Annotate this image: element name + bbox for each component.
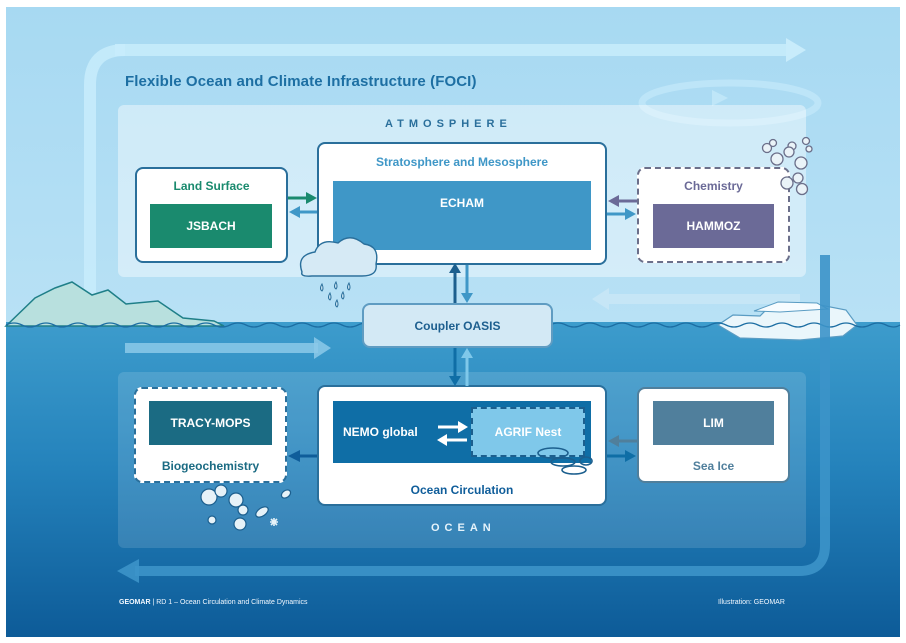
chemistry-box: Chemistry HAMMOZ <box>637 167 790 263</box>
ocean-circulation-box: NEMO global AGRIF Nest Ocean Circulation <box>317 385 607 506</box>
nemo-global-label: NEMO global <box>343 425 418 439</box>
land-surface-label: Land Surface <box>173 179 250 193</box>
land-surface-box: Land Surface JSBACH <box>135 167 288 263</box>
lim-block: LIM <box>653 401 774 445</box>
hammoz-block: HAMMOZ <box>653 204 774 248</box>
sea-ice-box: LIM Sea Ice <box>637 387 790 483</box>
ocean-biogeochem-arrow <box>288 450 317 462</box>
coupler-oasis-block: Coupler OASIS <box>362 303 553 348</box>
stratosphere-label: Stratosphere and Mesosphere <box>375 155 549 169</box>
footer-department: | RD 1 – Ocean Circulation and Climate D… <box>152 599 308 606</box>
footer-credit-right: Illustration: GEOMAR <box>718 599 785 606</box>
molecule-icon <box>761 136 813 196</box>
ocean-label: OCEAN <box>431 522 496 534</box>
tracy-mops-block: TRACY-MOPS <box>149 401 272 445</box>
footer-credit-left: GEOMAR | RD 1 – Ocean Circulation and Cl… <box>119 599 308 606</box>
ocean-circulation-label: Ocean Circulation <box>410 483 514 497</box>
footer-brand: GEOMAR <box>119 599 151 606</box>
mountain-icon <box>4 281 225 327</box>
page-title: Flexible Ocean and Climate Infrastructur… <box>125 73 477 90</box>
echam-block: ECHAM <box>333 181 591 250</box>
chemistry-label: Chemistry <box>684 179 743 193</box>
biogeochemistry-box: TRACY-MOPS Biogeochemistry <box>134 387 287 483</box>
echam-chemistry-arrows <box>607 195 637 220</box>
sea-ice-label: Sea Ice <box>692 459 735 473</box>
ocean-seaice-arrows <box>607 435 637 462</box>
jsbach-block: JSBACH <box>150 204 272 248</box>
coupler-vertical-arrows <box>449 263 473 386</box>
plankton-icon <box>200 484 292 531</box>
nemo-agrif-arrows <box>437 421 468 446</box>
biogeochemistry-label: Biogeochemistry <box>161 459 260 473</box>
cloud-rain-icon <box>299 237 378 308</box>
eddy-icon <box>537 447 593 475</box>
agrif-nest-block: AGRIF Nest <box>471 407 585 457</box>
land-echam-arrows <box>288 192 317 218</box>
atmosphere-label: ATMOSPHERE <box>385 118 512 130</box>
